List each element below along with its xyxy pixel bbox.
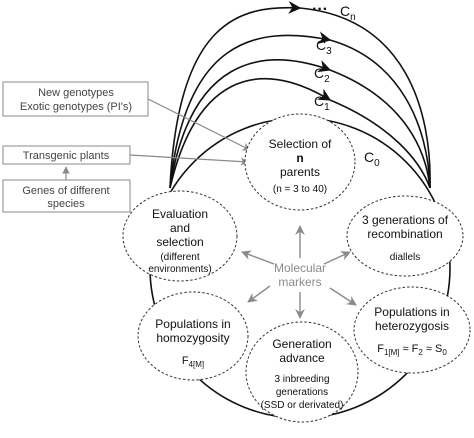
genotypes-line1: New genotypes <box>38 87 114 99</box>
recombination-line1: 3 generations of <box>362 213 449 227</box>
arrow-markers-to-recombination <box>323 251 351 265</box>
homozygosity-line2: homozygosity <box>156 331 229 345</box>
selection-line1: Selection of <box>269 137 332 151</box>
node-selection <box>244 113 356 211</box>
advance-line4: generations <box>276 387 328 398</box>
homozygosity-formula: F4[M] <box>182 355 204 369</box>
arch-cn-back <box>299 7 431 189</box>
label-c2: C2 <box>314 65 330 85</box>
markers-line1: Molecular <box>274 261 326 275</box>
arch-c1-back <box>329 99 431 189</box>
label-cn: Cn <box>340 3 356 23</box>
genotypes-line2: Exotic genotypes (PI's) <box>20 101 132 113</box>
evaluation-line1: Evaluation <box>152 207 208 221</box>
label-c1: C1 <box>314 93 330 113</box>
selection-line2: n <box>296 151 303 165</box>
heterozygosis-line2: heterozygosis <box>375 319 449 333</box>
node-evaluation <box>122 190 238 282</box>
recombination-line2: recombination <box>367 227 442 241</box>
arrow-transgenic-to-selection <box>129 154 249 166</box>
advance-line2: advance <box>279 351 325 365</box>
homozygosity-line1: Populations in <box>155 317 230 331</box>
selection-line3: parents <box>280 165 320 179</box>
heterozygosis-formula: F1[M] ≈ F2 ≈ S0 <box>377 343 447 357</box>
evaluation-line4: (different <box>160 252 200 263</box>
node-advance <box>245 321 359 423</box>
label-c3: C3 <box>316 37 332 57</box>
evaluation-line3: selection <box>156 235 203 249</box>
label-c0: C0 <box>364 149 380 169</box>
markers-line2: markers <box>278 275 321 289</box>
node-recombination <box>346 195 464 277</box>
node-heterozygosis <box>353 286 471 374</box>
evaluation-line2: and <box>170 221 190 235</box>
advance-line1: Generation <box>272 337 331 351</box>
genotypes-box <box>2 81 149 117</box>
heterozygosis-line1: Populations in <box>374 305 449 319</box>
advance-line3: 3 inbreeding <box>274 374 329 385</box>
genes-line1: Genes of different <box>22 185 109 197</box>
recombination-line3: diallels <box>390 252 421 263</box>
arrow-markers-to-evaluation <box>241 250 275 265</box>
arch-cn <box>169 1 302 189</box>
selection-line4: (n = 3 to 40) <box>273 184 327 195</box>
arch-c2 <box>169 59 332 189</box>
arch-c1 <box>169 77 332 189</box>
evaluation-line5: environments) <box>148 264 211 275</box>
node-homozygosity <box>137 291 249 381</box>
arrow-genotypes-to-selection <box>147 98 251 151</box>
arrow-markers-to-heterozygosis <box>329 287 357 306</box>
ellipsis-label: ··· <box>312 1 328 18</box>
transgenic-label: Transgenic plants <box>23 150 110 162</box>
arch-c2-back <box>329 69 431 189</box>
advance-line5: (SSD or derivated) <box>261 400 344 411</box>
genes-line2: species <box>47 198 85 210</box>
arrow-markers-to-homozygosity <box>247 285 271 303</box>
arch-c3 <box>169 31 332 189</box>
arch-c3-back <box>329 39 431 189</box>
